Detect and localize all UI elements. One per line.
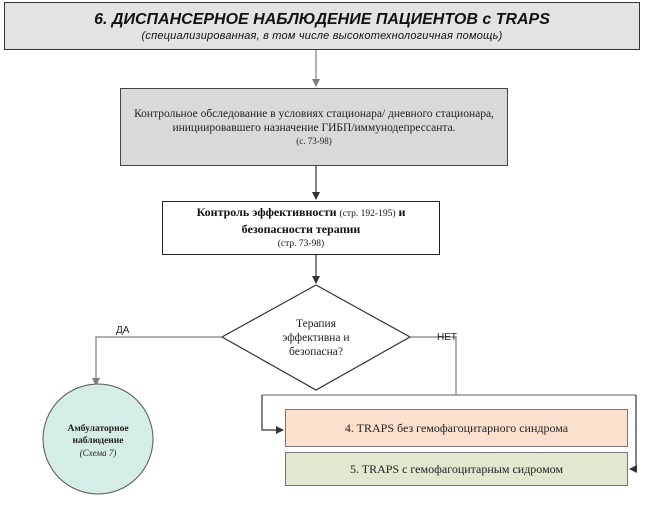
page-title: 6. ДИСПАНСЕРНОЕ НАБЛЮДЕНИЕ ПАЦИЕНТОВ с T… — [94, 10, 550, 28]
control-box: Контроль эффективности (стр. 192-195) и … — [162, 201, 440, 255]
control-ref2: (стр. 73-98) — [277, 238, 325, 249]
option1-label: 4. TRAPS без гемофагоцитарного синдрома — [344, 420, 569, 435]
exam-box: Контрольное обследование в условиях стац… — [120, 88, 508, 166]
outpatient-text: Амбулаторное наблюдение (Схема 7) — [43, 412, 153, 470]
exam-text: Контрольное обследование в условиях стац… — [134, 108, 494, 134]
option-traps-without-hs: 4. TRAPS без гемофагоцитарного синдрома — [285, 409, 628, 447]
outpatient-circle — [42, 383, 154, 495]
page-subtitle: (специализированная, в том числе высокот… — [141, 29, 503, 42]
outpatient-ref: (Схема 7) — [79, 448, 117, 458]
decision-line2: эффективна и — [282, 332, 350, 344]
line-no-branch — [410, 336, 457, 395]
arrow-yes-branch — [92, 336, 222, 386]
decision-line1: Терапия — [296, 318, 336, 330]
outpatient-line2: наблюдение — [72, 436, 124, 446]
decision-text: Терапия эффективна и безопасна? — [246, 306, 386, 370]
yes-label: ДА — [116, 325, 130, 336]
no-label: НЕТ — [437, 332, 457, 343]
control-part1: Контроль эффективности — [196, 204, 337, 219]
title-box: 6. ДИСПАНСЕРНОЕ НАБЛЮДЕНИЕ ПАЦИЕНТОВ с T… — [4, 2, 640, 50]
control-line1: Контроль эффективности (стр. 192-195) и … — [169, 205, 433, 237]
exam-ref: (с. 73-98) — [296, 136, 332, 146]
option-traps-with-hs: 5. TRAPS с гемофагоцитарным сидромом — [285, 452, 628, 486]
decision-line3: безопасна? — [289, 346, 343, 358]
control-ref1: (стр. 192-195) — [339, 208, 396, 219]
control-part2: и безопасности терапии — [241, 204, 406, 236]
decision-diamond — [220, 284, 412, 391]
outpatient-line1: Амбулаторное — [67, 424, 129, 434]
arrow-no-to-opt2 — [629, 395, 637, 473]
arrow-no-to-opt1 — [261, 395, 284, 434]
option2-label: 5. TRAPS с гемофагоцитарным сидромом — [349, 461, 564, 476]
